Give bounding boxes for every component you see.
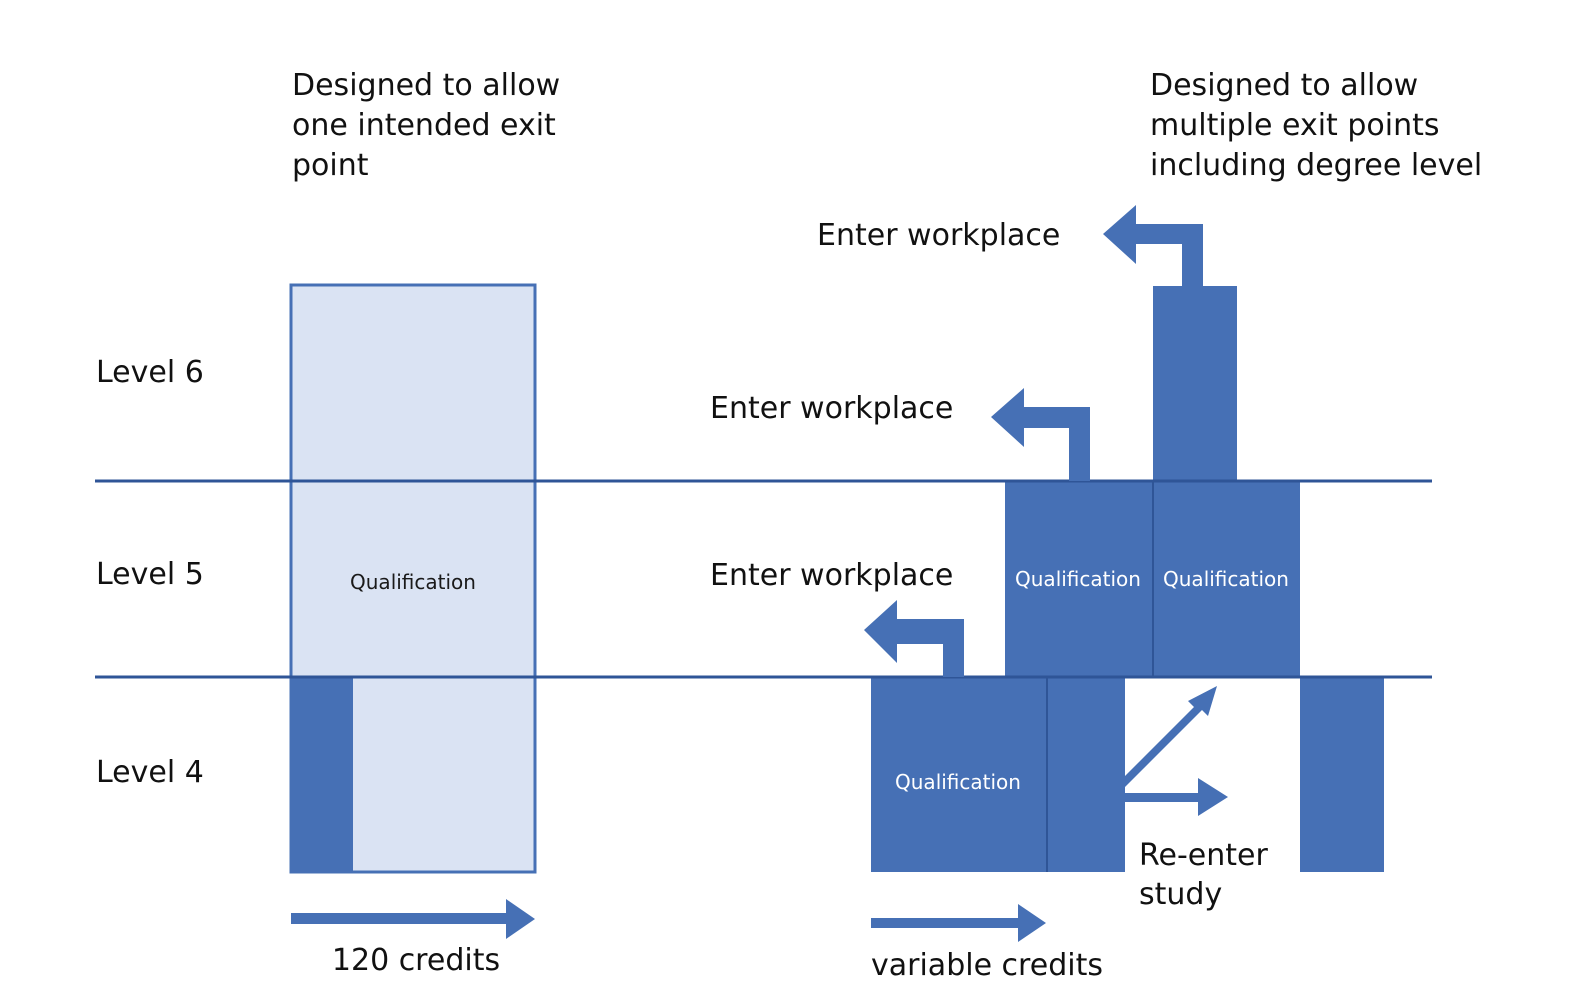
left-qualification-label: Qualification xyxy=(350,570,476,594)
exit-arrow-level6-icon xyxy=(1103,205,1203,286)
right-credits-label: variable credits xyxy=(871,948,1103,983)
right-level4-reentry-block xyxy=(1300,678,1384,872)
enter-workplace-label-level6: Enter workplace xyxy=(817,218,1060,253)
exit-arrow-level4-icon xyxy=(864,600,964,677)
progress-diagonal-arrow-icon xyxy=(1125,686,1217,787)
right-level4-qualification-label: Qualification xyxy=(895,770,1021,794)
right-level4-qualification-block xyxy=(871,678,1047,872)
credits-arrow-right-icon xyxy=(871,904,1046,942)
level-4-label: Level 4 xyxy=(96,755,204,790)
right-level4-extra-block xyxy=(1047,678,1125,872)
left-level4-segment xyxy=(291,678,353,872)
left-heading-line-2: one intended exit xyxy=(292,108,556,143)
right-level5-qualification-label-2: Qualification xyxy=(1163,567,1289,591)
level-6-label: Level 6 xyxy=(96,355,204,390)
right-level6-degree-block xyxy=(1153,286,1237,482)
reenter-arrow-icon xyxy=(1125,778,1228,816)
right-heading-line-3: including degree level xyxy=(1150,148,1482,183)
right-heading-line-1: Designed to allow xyxy=(1150,68,1418,103)
left-heading-line-3: point xyxy=(292,148,369,183)
right-level5-qualification-block-2 xyxy=(1153,482,1300,678)
reenter-label-line-2: study xyxy=(1139,877,1222,912)
right-heading-line-2: multiple exit points xyxy=(1150,108,1440,143)
credits-arrow-left-icon xyxy=(291,899,535,939)
right-level5-qualification-label-1: Qualification xyxy=(1015,567,1141,591)
enter-workplace-label-level4: Enter workplace xyxy=(710,558,953,593)
enter-workplace-label-level5: Enter workplace xyxy=(710,391,953,426)
left-heading-line-1: Designed to allow xyxy=(292,68,560,103)
exit-arrow-level5-icon xyxy=(991,388,1090,481)
left-credits-label: 120 credits xyxy=(332,943,500,978)
right-level5-qualification-block-1 xyxy=(1005,482,1153,678)
reenter-label-line-1: Re-enter xyxy=(1139,838,1268,873)
level-5-label: Level 5 xyxy=(96,557,204,592)
